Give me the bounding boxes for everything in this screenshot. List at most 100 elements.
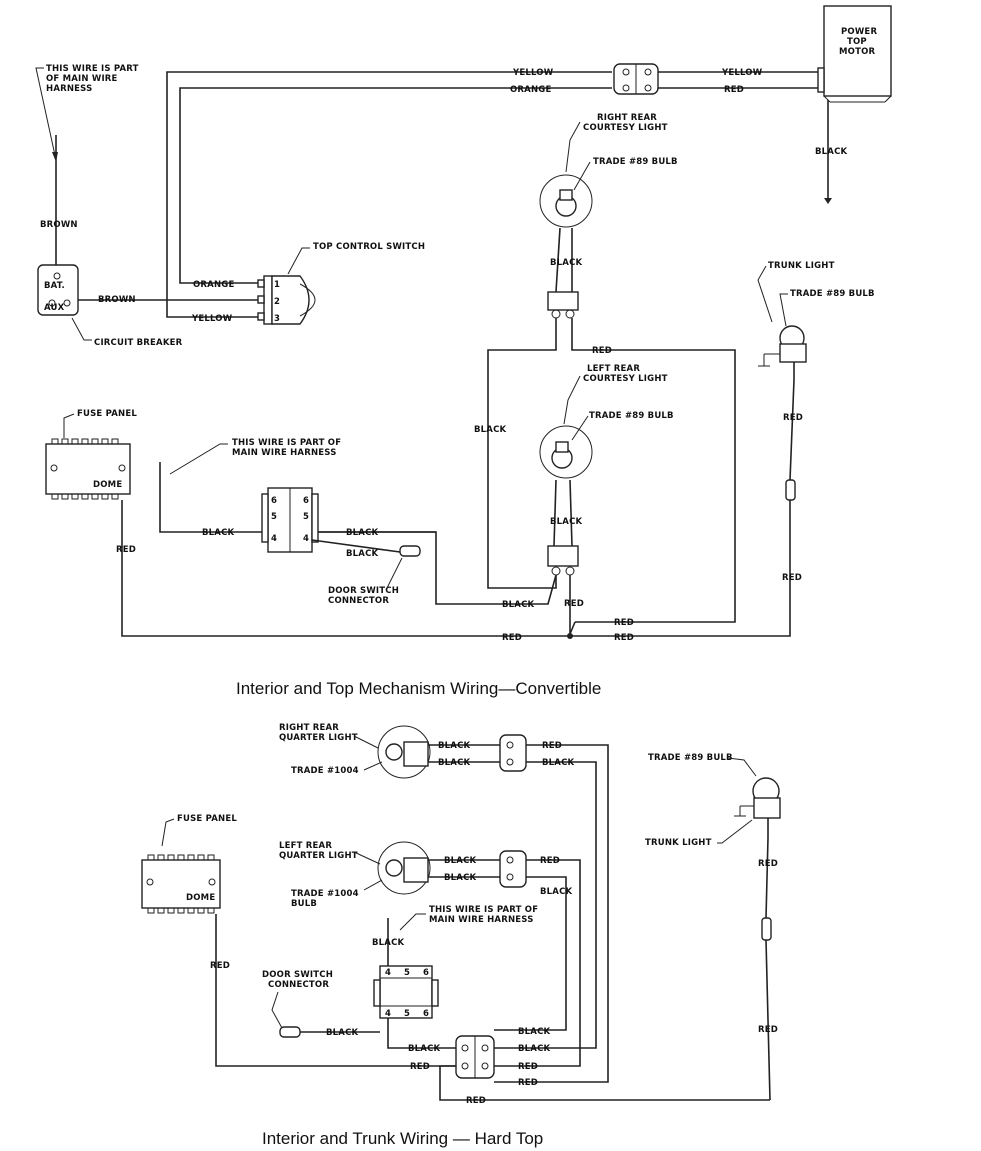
wire-label-black-conn2: BLACK	[346, 549, 379, 559]
ht-pin-4b: 4	[385, 1009, 391, 1019]
trunk-light-label-1: TRUNK LIGHT	[768, 261, 835, 271]
wire-label-yellow-3: YELLOW	[191, 314, 233, 324]
left-rear-courtesy-light	[539, 425, 593, 479]
circuit-breaker	[37, 264, 79, 316]
wire-label-black-ht-door: BLACK	[326, 1028, 359, 1038]
wire-label-black-j2: BLACK	[518, 1044, 551, 1054]
trunk-light-hardtop	[734, 777, 781, 819]
wire-label-red-ht-bottom: RED	[466, 1096, 486, 1106]
conn-pin-4a: 4	[271, 534, 277, 544]
top-control-switch	[257, 275, 316, 325]
wire-label-red-loop: RED	[614, 618, 634, 628]
wire-label-red-fuse2b: RED	[410, 1062, 430, 1072]
lrq-connector	[499, 850, 527, 888]
ht-pin-6b: 6	[423, 1009, 429, 1019]
trade-1004-a: TRADE #1004	[291, 766, 359, 776]
wire-label-red-trunk2: RED	[782, 573, 802, 583]
wire-label-red-trunk-ht2: RED	[758, 1025, 778, 1035]
wire-label-black-ht-junction: BLACK	[408, 1044, 441, 1054]
wire-label-red-fuse1b: RED	[502, 633, 522, 643]
rr-connector	[547, 291, 579, 319]
fuse-panel-convertible	[45, 438, 131, 500]
right-rear-quarter-light	[377, 725, 431, 779]
wire-label-red-trunk-ht1: RED	[758, 859, 778, 869]
door-switch-plug-2	[279, 1026, 301, 1038]
conn-pin-6b: 6	[303, 496, 309, 506]
hardtop-junction-block	[455, 1035, 495, 1079]
wire-label-black-rr: BLACK	[550, 258, 583, 268]
wire-label-red-fuse2: RED	[210, 961, 230, 971]
title-convertible: Interior and Top Mechanism Wiring—Conver…	[236, 679, 601, 698]
trade-89-bulb-1: TRADE #89 BULB	[593, 157, 678, 167]
wire-label-black-harness: BLACK	[202, 528, 235, 538]
wire-label-red-trunk1: RED	[783, 413, 803, 423]
power-top-motor	[817, 5, 892, 103]
wire-label-black-rrq2: BLACK	[438, 758, 471, 768]
ht-pin-6a: 6	[423, 968, 429, 978]
conn-pin-5b: 5	[303, 512, 309, 522]
trade-89-bulb-4: TRADE #89 BULB	[648, 753, 733, 763]
wire-label-black-lrq2: BLACK	[444, 873, 477, 883]
motor-inline-connector	[613, 63, 659, 95]
switch-pin-2: 2	[274, 297, 280, 307]
wire-label-red-j1: RED	[518, 1062, 538, 1072]
inline-fuse-1	[785, 479, 796, 501]
fuse-panel-dome-2: DOME	[186, 893, 215, 903]
wire-label-yellow-2: YELLOW	[721, 68, 763, 78]
wire-label-red-j2: RED	[518, 1078, 538, 1088]
wire-label-black-door: BLACK	[502, 600, 535, 610]
wire-label-red-fuse1: RED	[116, 545, 136, 555]
inline-fuse-2	[761, 917, 772, 941]
right-rear-courtesy-light	[539, 174, 593, 228]
wire-label-red-lrq: RED	[540, 856, 560, 866]
trunk-light-convertible	[758, 325, 807, 367]
wire-label-black-conn1: BLACK	[346, 528, 379, 538]
wire-label-yellow-1: YELLOW	[512, 68, 554, 78]
fuse-panel-label-2: FUSE PANEL	[177, 814, 237, 824]
wire-label-black-j1: BLACK	[518, 1027, 551, 1037]
ht-pin-4a: 4	[385, 968, 391, 978]
rrq-connector	[499, 734, 527, 772]
fuse-panel-dome-1: DOME	[93, 480, 122, 490]
door-switch-connector-block-2	[373, 965, 439, 1019]
conn-pin-4b: 4	[303, 534, 309, 544]
wire-label-black-rrq1: BLACK	[438, 741, 471, 751]
wire-label-red-motor: RED	[724, 85, 744, 95]
circuit-breaker-aux: AUX	[44, 303, 65, 313]
motor-ground-label: BLACK	[815, 147, 848, 157]
wire-label-black-lr: BLACK	[550, 517, 583, 527]
ht-pin-5a: 5	[404, 968, 410, 978]
trunk-light-label-2: TRUNK LIGHT	[645, 838, 712, 848]
wire-label-red-trunk3: RED	[614, 633, 634, 643]
fuse-panel-label-1: FUSE PANEL	[77, 409, 137, 419]
wire-label-brown-2: BROWN	[98, 295, 136, 305]
wire-label-red-lr: RED	[564, 599, 584, 609]
conn-pin-5a: 5	[271, 512, 277, 522]
circuit-breaker-bat: BAT.	[44, 281, 65, 291]
wire-label-red-rrq: RED	[542, 741, 562, 751]
switch-pin-3: 3	[274, 314, 280, 324]
lr-connector	[547, 545, 579, 576]
wire-label-black-lrq3: BLACK	[540, 887, 573, 897]
top-control-switch-label: TOP CONTROL SWITCH	[313, 242, 425, 252]
wire-label-red-rr: RED	[592, 346, 612, 356]
circuit-breaker-label: CIRCUIT BREAKER	[94, 338, 183, 348]
door-switch-plug-1	[399, 545, 421, 557]
ht-pin-5b: 5	[404, 1009, 410, 1019]
trade-89-bulb-3: TRADE #89 BULB	[790, 289, 875, 299]
wire-label-black-harness2: BLACK	[372, 938, 405, 948]
left-rear-quarter-light	[377, 841, 431, 895]
door-switch-connector-block-1	[261, 487, 319, 553]
fuse-panel-hardtop	[141, 854, 221, 914]
conn-pin-6a: 6	[271, 496, 277, 506]
